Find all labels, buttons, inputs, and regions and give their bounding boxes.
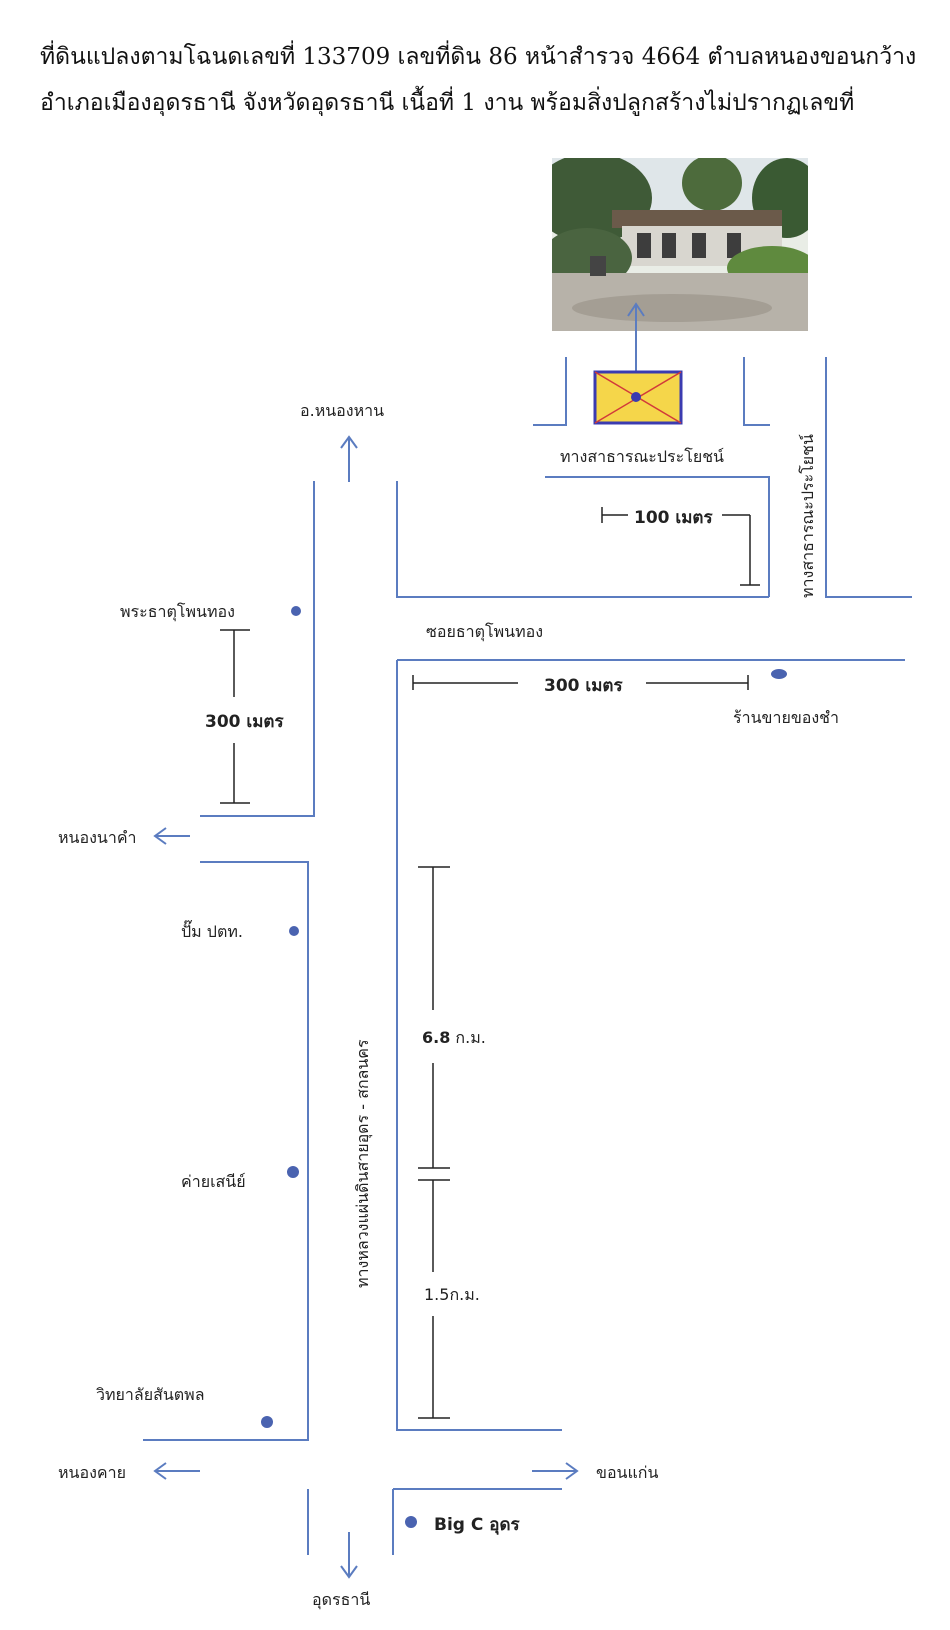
direction-west-lower: หนองคาย — [58, 1463, 126, 1482]
marker-college — [261, 1416, 273, 1428]
direction-south: อุดรธานี — [312, 1590, 371, 1609]
distance-100m: 100 เมตร — [634, 508, 713, 528]
description-line-2: อำเภอเมืองอุดรธานี จังหวัดอุดรธานี เนื้อ… — [40, 90, 855, 116]
landmark-camp: ค่ายเสนีย์ — [181, 1172, 246, 1191]
road-label-highway: ทางหลวงแผ่นดินสายอุดร - สกลนคร — [353, 1039, 372, 1288]
road-label-soi: ซอยธาตุโพนทอง — [426, 622, 544, 641]
distance-6-8km: 6.8 ก.ม. — [422, 1026, 486, 1051]
distance-1-5km: 1.5ก.ม. — [424, 1285, 480, 1304]
land-plot — [593, 370, 683, 425]
road-lines — [143, 357, 912, 1555]
landmark-markers — [261, 606, 787, 1528]
marker-phra-that — [291, 606, 301, 616]
marker-bigc — [405, 1516, 417, 1528]
direction-arrows — [153, 435, 579, 1579]
marker-shop — [771, 669, 787, 679]
marker-ptt — [289, 926, 299, 936]
road-label-public-horizontal: ทางสาธารณะประโยชน์ — [560, 447, 724, 466]
direction-west-upper: หนองนาคำ — [58, 828, 137, 847]
direction-east-lower: ขอนแก่น — [596, 1463, 659, 1482]
house-photo — [552, 158, 808, 331]
property-description: ที่ดินแปลงตามโฉนดเลขที่ 133709 เลขที่ดิน… — [40, 34, 920, 126]
landmark-ptt: ปั๊ม ปตท. — [181, 922, 243, 941]
description-line-1: ที่ดินแปลงตามโฉนดเลขที่ 133709 เลขที่ดิน… — [40, 44, 917, 70]
distance-6-8-unit: ก.ม. — [450, 1028, 486, 1047]
landmark-college: วิทยาลัยสันตพล — [96, 1385, 205, 1404]
direction-north: อ.หนองหาน — [300, 401, 385, 420]
distance-300m-vertical: 300 เมตร — [205, 712, 284, 732]
distance-lines — [220, 507, 760, 1419]
road-label-public-vertical: ทางสาธารณะประโยชน์ — [798, 434, 817, 598]
marker-camp — [287, 1166, 299, 1178]
landmark-shop: ร้านขายของชำ — [733, 708, 840, 727]
distance-300m-horizontal: 300 เมตร — [544, 676, 623, 696]
landmark-phra-that: พระธาตุโพนทอง — [120, 602, 235, 621]
landmark-bigc: Big C อุดร — [434, 1515, 520, 1535]
distance-6-8-value: 6.8 — [422, 1028, 451, 1047]
